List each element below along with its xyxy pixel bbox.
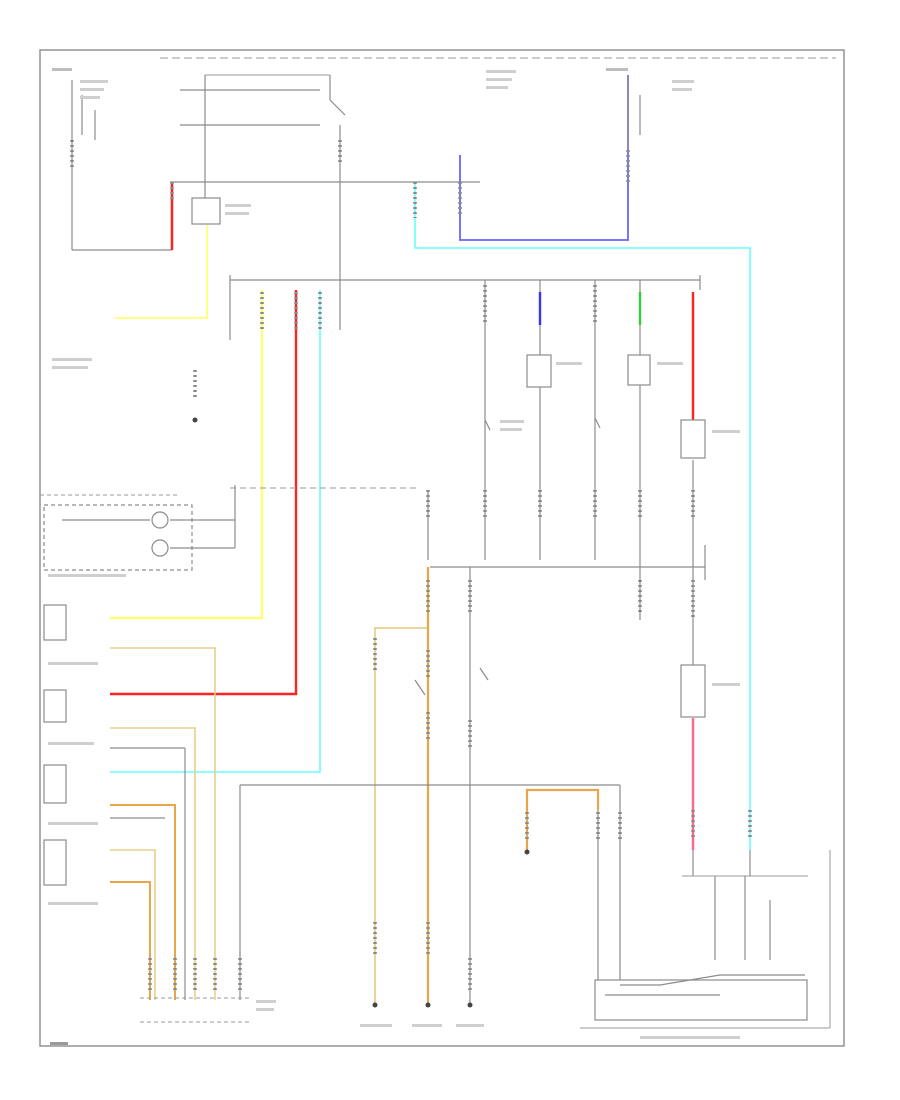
ground-1 [372,1002,378,1008]
bottom-right-module [580,850,831,1029]
wire-tan-left-3 [110,849,156,1000]
wire-cyan-left [110,290,321,773]
bottom-left-connector [140,958,250,1023]
diagram-frame [39,49,845,1047]
ground-5 [192,417,198,423]
component-box-pink [680,664,706,718]
component-box-red [680,419,706,459]
component-box-blue [526,354,552,388]
wire-tan-left-2 [110,727,196,1000]
wire-tan-center [374,627,428,1005]
relay-box-top [191,197,221,225]
ground-3 [467,1002,473,1008]
wire-cyan-main [414,182,751,850]
wire-blue-top-right [459,75,629,241]
left-sensor-group [43,485,236,886]
ground-2 [425,1002,431,1008]
wire-yellow-left [110,290,264,620]
wire-yellow-left-top [115,225,208,319]
label-scribbles [48,68,740,1045]
wire-orange-left-1 [110,804,176,1000]
ground-4 [524,849,530,855]
wire-red-left [110,290,298,696]
wire-orange-right [525,788,600,850]
top-left-fuse-block [70,74,480,330]
wire-orange-left-2 [110,881,151,1000]
wire-tan-left-1 [110,647,216,1000]
component-box-green [627,354,651,386]
